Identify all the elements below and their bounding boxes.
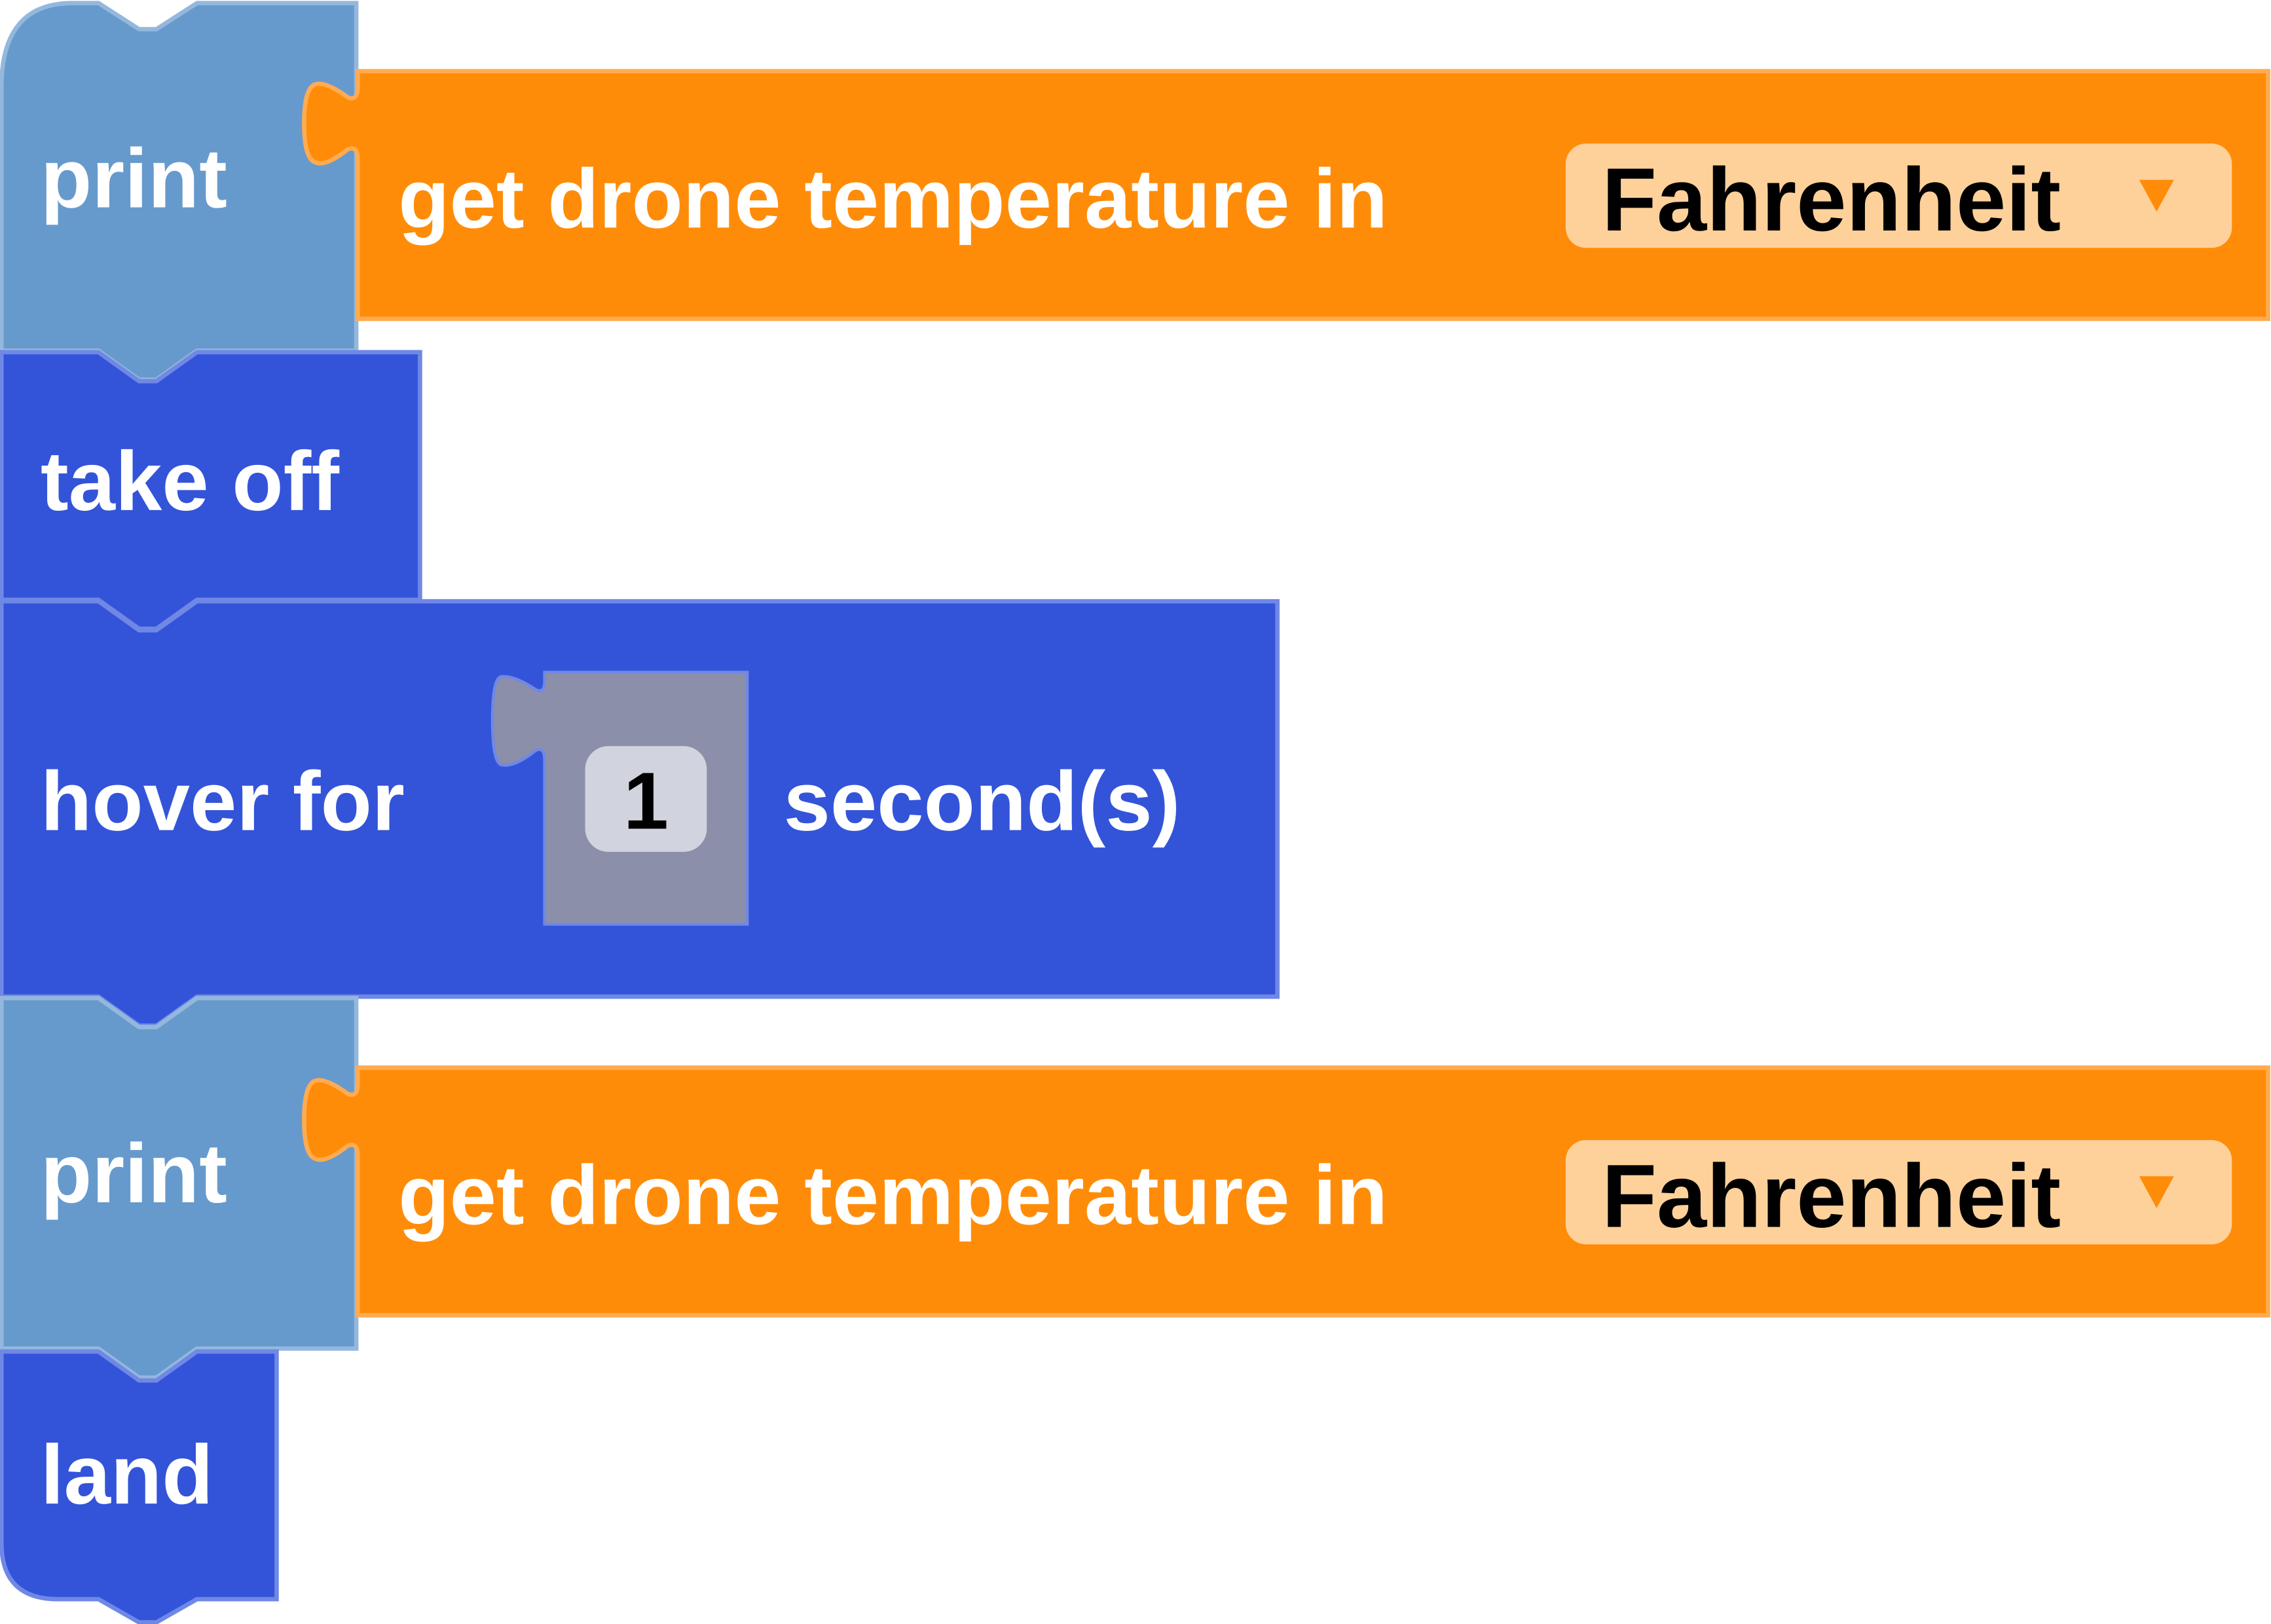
temperature-block-1[interactable]: get drone temperature in Fahrenheit <box>302 69 2270 322</box>
seconds-field[interactable] <box>585 746 707 852</box>
temperature-label: get drone temperature in <box>398 1149 1388 1242</box>
dropdown-arrow-icon <box>2139 1176 2174 1208</box>
seconds-value[interactable]: 1 <box>623 756 669 846</box>
unit-dropdown-value: Fahrenheit <box>1602 150 2061 250</box>
land-label: land <box>41 1428 213 1522</box>
take-off-block[interactable]: take off <box>0 350 422 631</box>
land-block[interactable]: land <box>0 1349 279 1624</box>
print-block-2[interactable]: print <box>0 995 359 1380</box>
print-label: print <box>41 132 227 226</box>
unit-dropdown[interactable]: Fahrenheit <box>1565 1139 2232 1247</box>
seconds-unit-label: second(s) <box>784 755 1181 849</box>
temperature-block-2[interactable]: get drone temperature in Fahrenheit <box>302 1065 2270 1318</box>
print-label: print <box>41 1127 227 1221</box>
unit-dropdown-value: Fahrenheit <box>1602 1147 2061 1247</box>
dropdown-arrow-icon <box>2139 179 2174 212</box>
unit-dropdown[interactable]: Fahrenheit <box>1565 143 2232 250</box>
hover-label: hover for <box>41 755 405 849</box>
take-off-label: take off <box>41 435 339 528</box>
print-block-1[interactable]: print <box>0 1 359 382</box>
temperature-label: get drone temperature in <box>398 153 1388 246</box>
hover-block[interactable]: hover for 1 second(s) <box>0 599 1280 1028</box>
seconds-input-slot[interactable]: 1 <box>490 671 749 926</box>
